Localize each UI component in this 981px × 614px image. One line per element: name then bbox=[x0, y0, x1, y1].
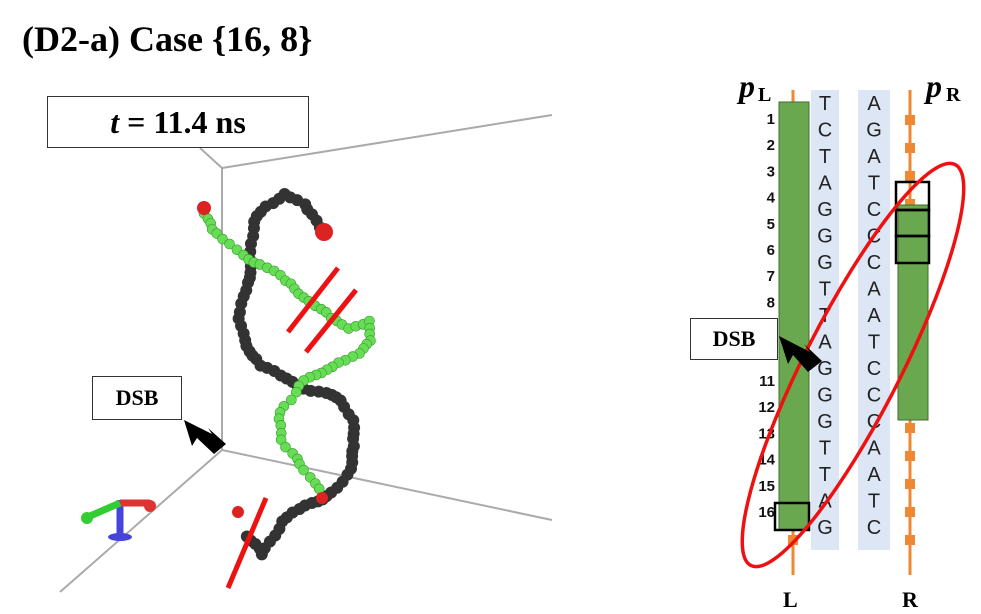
dsb-arrow-right bbox=[779, 336, 822, 372]
right-base: C bbox=[867, 411, 881, 433]
left-base: C bbox=[818, 120, 832, 142]
green-bead bbox=[298, 464, 309, 476]
green-bead bbox=[280, 441, 291, 453]
left-base: T bbox=[819, 438, 831, 460]
green-bead bbox=[286, 394, 297, 406]
nucleotide-marker bbox=[905, 423, 915, 433]
green-strand bbox=[198, 208, 376, 495]
right-base: T bbox=[868, 173, 880, 195]
row-number: 3 bbox=[767, 163, 775, 180]
dsb-label-left: DSB bbox=[92, 376, 182, 420]
left-base: G bbox=[817, 358, 833, 380]
row-number: 6 bbox=[767, 242, 775, 259]
bottom-right-label: R bbox=[902, 587, 919, 612]
left-base: T bbox=[819, 146, 831, 168]
nucleotide-marker bbox=[905, 507, 915, 517]
green-bead bbox=[290, 386, 302, 398]
figure-title: (D2-a) Case {16, 8} bbox=[22, 19, 313, 59]
dsb-label-right: DSB bbox=[690, 318, 778, 360]
time-value: = 11.4 ns bbox=[127, 103, 246, 140]
dsb-ellipse bbox=[740, 161, 966, 569]
right-base: C bbox=[867, 385, 881, 407]
row-number: 1 bbox=[767, 111, 775, 128]
nucleotide-marker bbox=[905, 115, 915, 125]
right-base: T bbox=[868, 332, 880, 354]
row-number: 15 bbox=[758, 478, 775, 495]
left-base: T bbox=[819, 279, 831, 301]
right-base: C bbox=[867, 252, 881, 274]
right-base: A bbox=[867, 279, 881, 301]
bottom-left-label: L bbox=[783, 587, 798, 612]
row-number: 8 bbox=[767, 294, 775, 311]
row-number: 7 bbox=[767, 268, 775, 285]
bounding-box bbox=[59, 114, 553, 593]
right-base: C bbox=[867, 199, 881, 221]
right-base: A bbox=[867, 464, 881, 486]
p-left-label: p bbox=[736, 68, 755, 104]
right-sequence-bg bbox=[858, 90, 890, 550]
right-base: A bbox=[867, 146, 881, 168]
row-number: 4 bbox=[767, 190, 776, 207]
right-base: A bbox=[867, 305, 881, 327]
left-base: T bbox=[819, 93, 831, 115]
left-base: A bbox=[818, 173, 832, 195]
p-right-label: p bbox=[923, 68, 942, 104]
nucleotide-marker bbox=[788, 535, 798, 545]
strand-end-bead bbox=[232, 506, 244, 518]
nucleotide-marker bbox=[905, 199, 915, 209]
time-variable: t bbox=[110, 103, 120, 140]
p-right-sub: R bbox=[946, 84, 961, 106]
left-base: T bbox=[819, 464, 831, 486]
left-base: G bbox=[817, 517, 833, 539]
nucleotide-marker bbox=[905, 479, 915, 489]
left-base: A bbox=[818, 332, 832, 354]
row-number: 12 bbox=[758, 399, 775, 416]
left-base: G bbox=[817, 385, 833, 407]
nucleotide-marker bbox=[905, 143, 915, 153]
p-left-sub: L bbox=[758, 84, 771, 106]
right-base: G bbox=[866, 120, 882, 142]
left-base: G bbox=[817, 199, 833, 221]
row-number: 5 bbox=[767, 216, 775, 233]
dark-strand bbox=[232, 188, 361, 561]
left-base: G bbox=[817, 252, 833, 274]
left-protein-bar bbox=[778, 101, 810, 531]
orange-strands bbox=[791, 90, 912, 575]
right-base: C bbox=[867, 358, 881, 380]
nucleotide-marker bbox=[905, 451, 915, 461]
row-number: 11 bbox=[759, 373, 775, 390]
time-label: t = 11.4 ns bbox=[47, 96, 309, 148]
dsb-arrow bbox=[184, 420, 226, 454]
right-base: A bbox=[867, 438, 881, 460]
highlight-boxes bbox=[773, 180, 931, 532]
row-number: 2 bbox=[767, 137, 775, 154]
right-base: C bbox=[867, 517, 881, 539]
strand-end-bead bbox=[197, 201, 211, 215]
left-base: G bbox=[817, 411, 833, 433]
right-base: A bbox=[867, 93, 881, 115]
nucleotide-marker bbox=[905, 535, 915, 545]
green-bead bbox=[224, 238, 235, 250]
right-protein-bar bbox=[897, 204, 929, 421]
row-number: 16 bbox=[758, 504, 775, 521]
right-base: T bbox=[868, 491, 880, 513]
left-sequence-bg bbox=[811, 90, 839, 550]
cut-lines bbox=[225, 266, 358, 589]
left-base: G bbox=[817, 226, 833, 248]
strand-end-bead bbox=[316, 492, 328, 504]
axes-gizmo bbox=[81, 499, 156, 541]
strand-end-bead bbox=[315, 223, 333, 241]
nucleotide-marker bbox=[905, 171, 915, 181]
